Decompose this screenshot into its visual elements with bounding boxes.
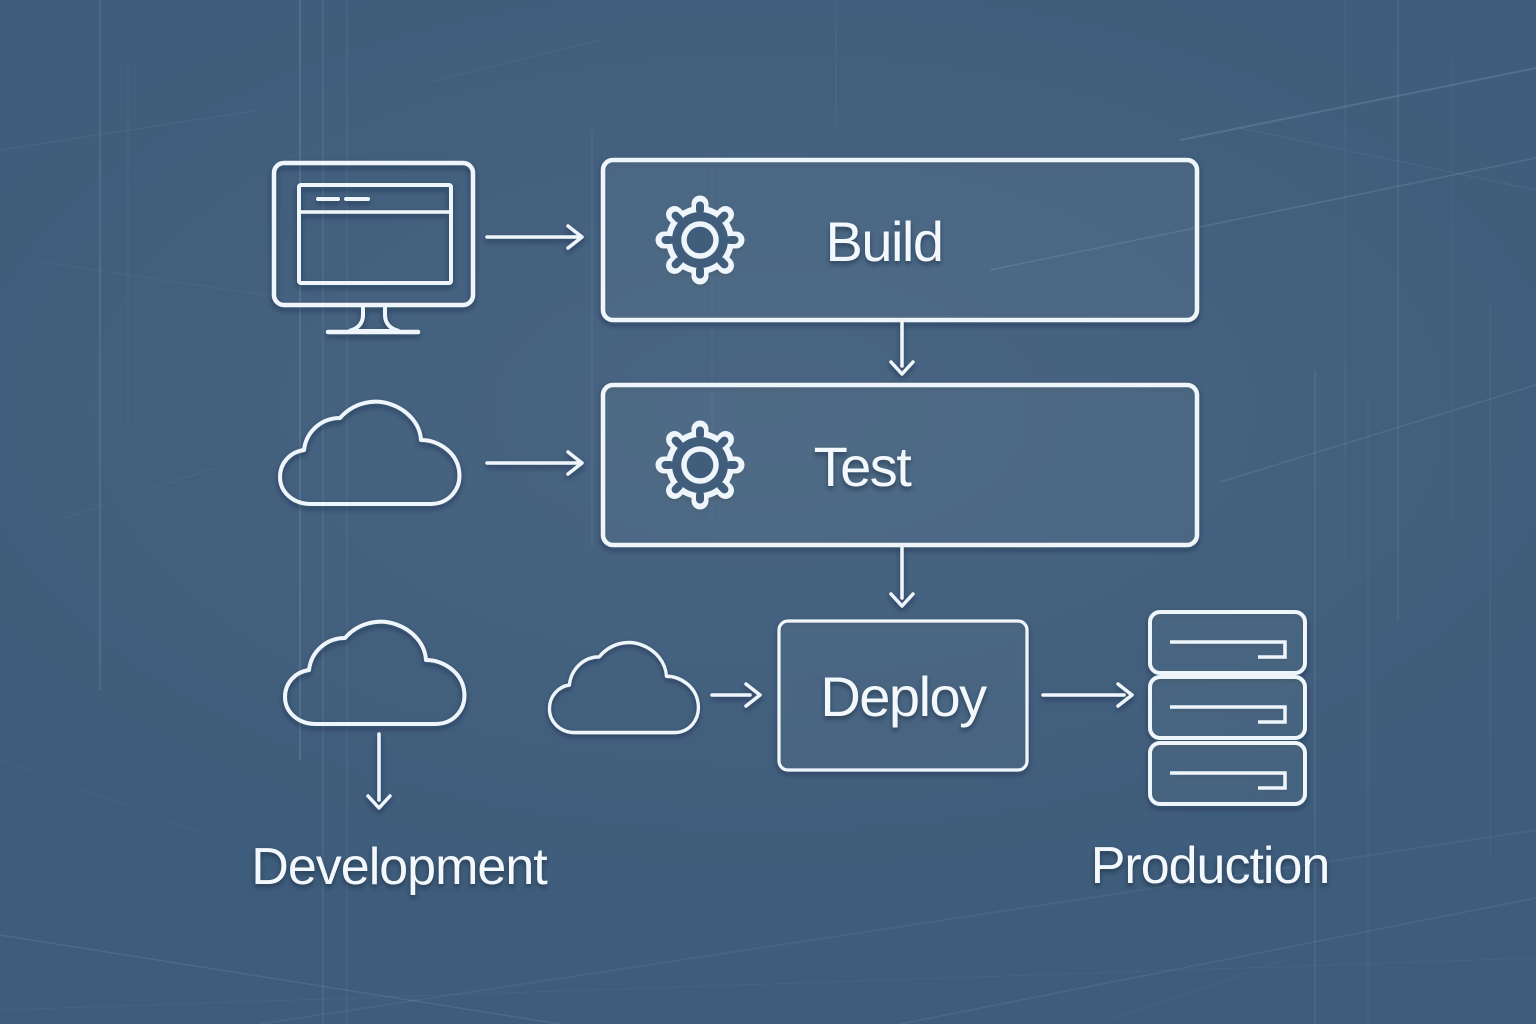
production-label: Production [1090,837,1331,895]
flow-arrows [366,224,1134,810]
arrow-cloud-to-test [485,450,584,476]
server-stack-icon [1148,610,1307,806]
arrow-cloud-to-deploy [710,682,762,708]
test-label: Test [813,435,912,498]
test-node [600,382,1200,548]
cloud-icon [278,399,462,506]
cloud-icon [547,640,701,735]
arrow-cloud-to-development [366,732,392,810]
gear-icon [664,429,736,501]
arrow-computer-to-build [485,224,584,250]
arrow-deploy-to-production [1041,682,1134,708]
arrow-build-to-test [889,320,915,376]
gear-icon [664,204,736,276]
build-node [600,157,1200,323]
build-label: Build [825,210,944,273]
arrow-test-to-deploy [889,546,915,608]
desktop-computer-icon [271,160,476,335]
development-label: Development [251,838,547,896]
deploy-node [777,619,1029,772]
cloud-icon [283,619,467,726]
deploy-label: Deploy [820,665,987,728]
